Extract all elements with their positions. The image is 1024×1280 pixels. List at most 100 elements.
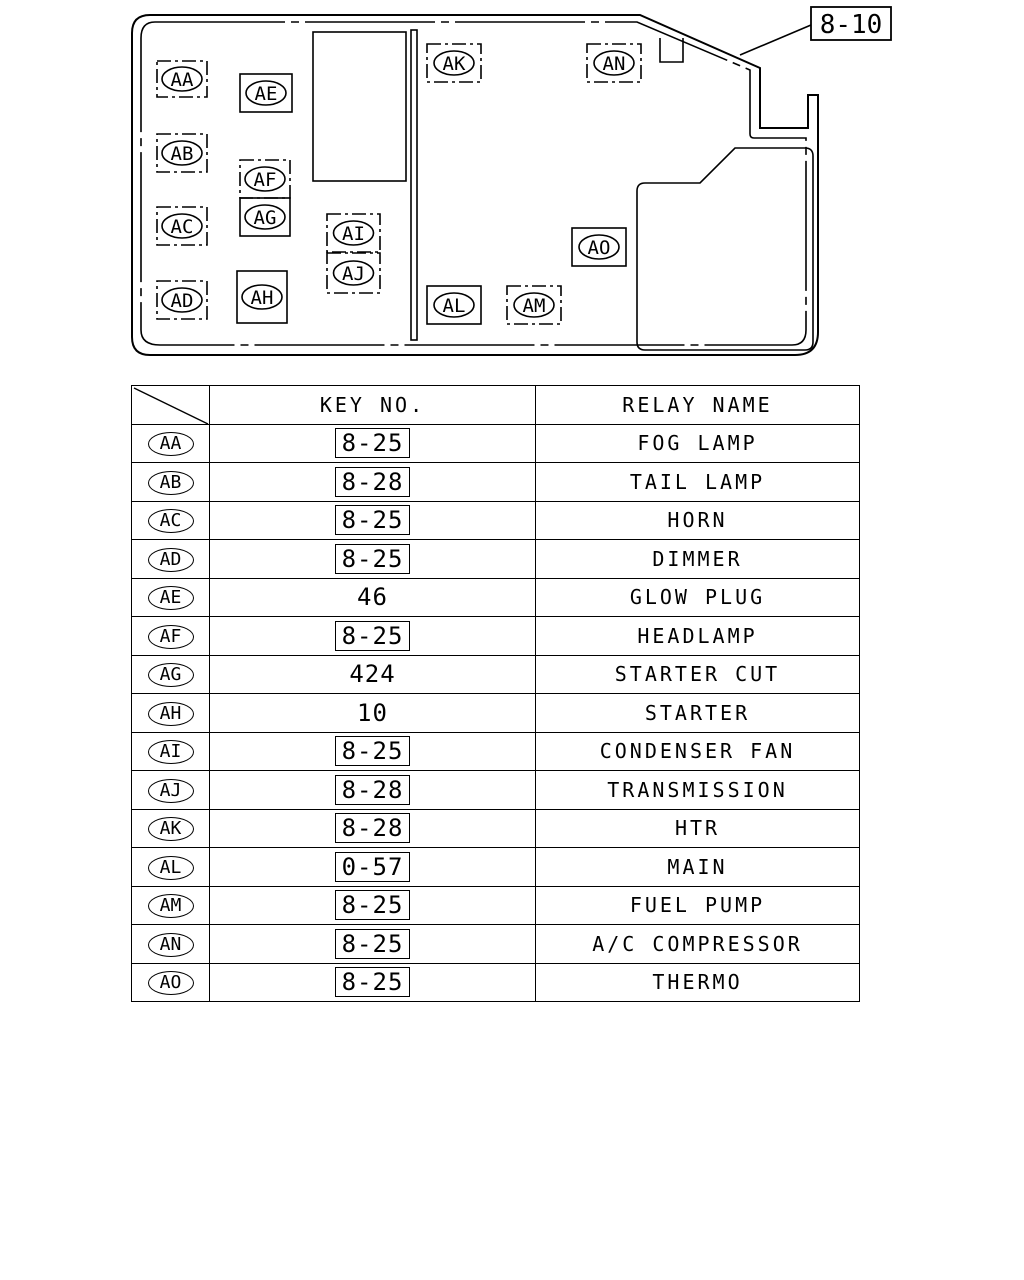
relay-code-cell: AI <box>131 731 210 771</box>
relay-code-cell: AO <box>131 962 210 1002</box>
relay-code: AA <box>171 69 194 91</box>
table-row: AG 424 STARTER CUT <box>131 654 860 694</box>
corner-diagonal <box>133 387 209 425</box>
relay-aa: AA <box>156 60 208 98</box>
relay-frame <box>571 227 627 267</box>
key-no-cell: 10 <box>209 693 536 733</box>
relay-code-cell: AG <box>131 654 210 694</box>
relay-code-cell: AF <box>131 616 210 656</box>
key-no-cell: 8-25 <box>209 423 536 463</box>
relay-ad: AD <box>156 280 208 320</box>
relay-code-cell: AE <box>131 577 210 617</box>
relay-name-cell: CONDENSER FAN <box>535 731 860 771</box>
relay-ai: AI <box>326 213 381 253</box>
key-no-cell: 8-25 <box>209 500 536 540</box>
relay-badge <box>244 204 286 230</box>
relay-frame <box>236 270 288 324</box>
relay-name-cell: HTR <box>535 808 860 848</box>
relay-badge <box>161 66 203 92</box>
relay-name-cell: A/C COMPRESSOR <box>535 924 860 964</box>
relay-code-badge: AI <box>147 740 194 765</box>
relay-name-cell: STARTER <box>535 693 860 733</box>
relay-code: AH <box>251 287 274 309</box>
relay-frame <box>506 285 562 325</box>
relay-code-cell: AM <box>131 885 210 925</box>
relay-badge <box>593 50 635 76</box>
relay-ae: AE <box>239 73 293 113</box>
relay-code: AJ <box>342 263 365 285</box>
corner-cell <box>131 385 210 425</box>
key-no-boxed: 8-28 <box>334 774 411 805</box>
relay-badge <box>332 260 375 286</box>
relay-code-cell: AN <box>131 924 210 964</box>
relay-code-badge: AF <box>147 624 194 649</box>
key-no-boxed: 8-25 <box>334 620 411 651</box>
relay-code-cell: AH <box>131 693 210 733</box>
relay-ab: AB <box>156 133 208 173</box>
relay-code: AC <box>171 216 194 238</box>
key-no-header: KEY NO. <box>209 385 536 425</box>
relay-an: AN <box>586 43 642 83</box>
relay-al: AL <box>426 285 482 325</box>
relay-am: AM <box>506 285 562 325</box>
relay-ac: AC <box>156 206 208 246</box>
key-no-boxed: 8-25 <box>334 736 411 767</box>
key-no: 424 <box>349 660 396 689</box>
key-no-cell: 8-28 <box>209 462 536 502</box>
callout-box <box>810 6 892 41</box>
relay-name-cell: FUEL PUMP <box>535 885 860 925</box>
relay-name-cell: HEADLAMP <box>535 616 860 656</box>
relay-badge <box>161 287 203 313</box>
relay-badge <box>244 166 286 192</box>
key-no-cell: 8-25 <box>209 924 536 964</box>
relay-code-cell: AC <box>131 500 210 540</box>
relay-code: AF <box>254 169 277 191</box>
relay-box-diagram: 8-10 AA AB AC AD AE AF AG AH AI AJ AK AL AM AN AO <box>131 6 892 356</box>
relay-frame <box>426 285 482 325</box>
relay-frame <box>326 213 381 253</box>
key-no-boxed: 8-25 <box>334 967 411 998</box>
relay-name-cell: GLOW PLUG <box>535 577 860 617</box>
key-no-cell: 8-25 <box>209 539 536 579</box>
key-no-cell: 0-57 <box>209 847 536 887</box>
relay-ag: AG <box>239 197 291 237</box>
relay-code-badge: AG <box>147 663 194 688</box>
relay-code: AK <box>443 53 466 75</box>
relay-code-badge: AH <box>147 701 194 726</box>
relay-badge <box>513 292 555 318</box>
relay-code: AE <box>255 83 278 105</box>
key-no-cell: 424 <box>209 654 536 694</box>
relay-code-badge: AC <box>147 509 194 534</box>
key-no-boxed: 8-25 <box>334 428 411 459</box>
relay-box-outline <box>131 14 819 356</box>
relay-badge <box>332 220 375 246</box>
relay-code-cell: AL <box>131 847 210 887</box>
key-no-cell: 8-25 <box>209 731 536 771</box>
relay-name-cell: THERMO <box>535 962 860 1002</box>
key-no-boxed: 8-28 <box>334 466 411 497</box>
relay-code-cell: AB <box>131 462 210 502</box>
relay-code: AD <box>171 290 194 312</box>
relay-ao: AO <box>571 227 627 267</box>
relay-code-badge: AD <box>147 547 194 572</box>
table-row: AF 8-25 HEADLAMP <box>131 616 860 656</box>
relay-code: AO <box>588 237 611 259</box>
relay-code-badge: AL <box>147 855 194 880</box>
relay-code-cell: AK <box>131 808 210 848</box>
relay-name-cell: STARTER CUT <box>535 654 860 694</box>
relay-name-header: RELAY NAME <box>535 385 860 425</box>
relay-badge <box>433 292 475 318</box>
relay-box-inner-outline <box>140 21 807 346</box>
relay-code-badge: AB <box>147 470 194 495</box>
relay-frame <box>239 197 291 237</box>
relay-frame <box>239 73 293 113</box>
key-no: 10 <box>357 698 388 727</box>
table-row: AI 8-25 CONDENSER FAN <box>131 731 860 771</box>
callout-label: 8-10 <box>820 10 883 40</box>
